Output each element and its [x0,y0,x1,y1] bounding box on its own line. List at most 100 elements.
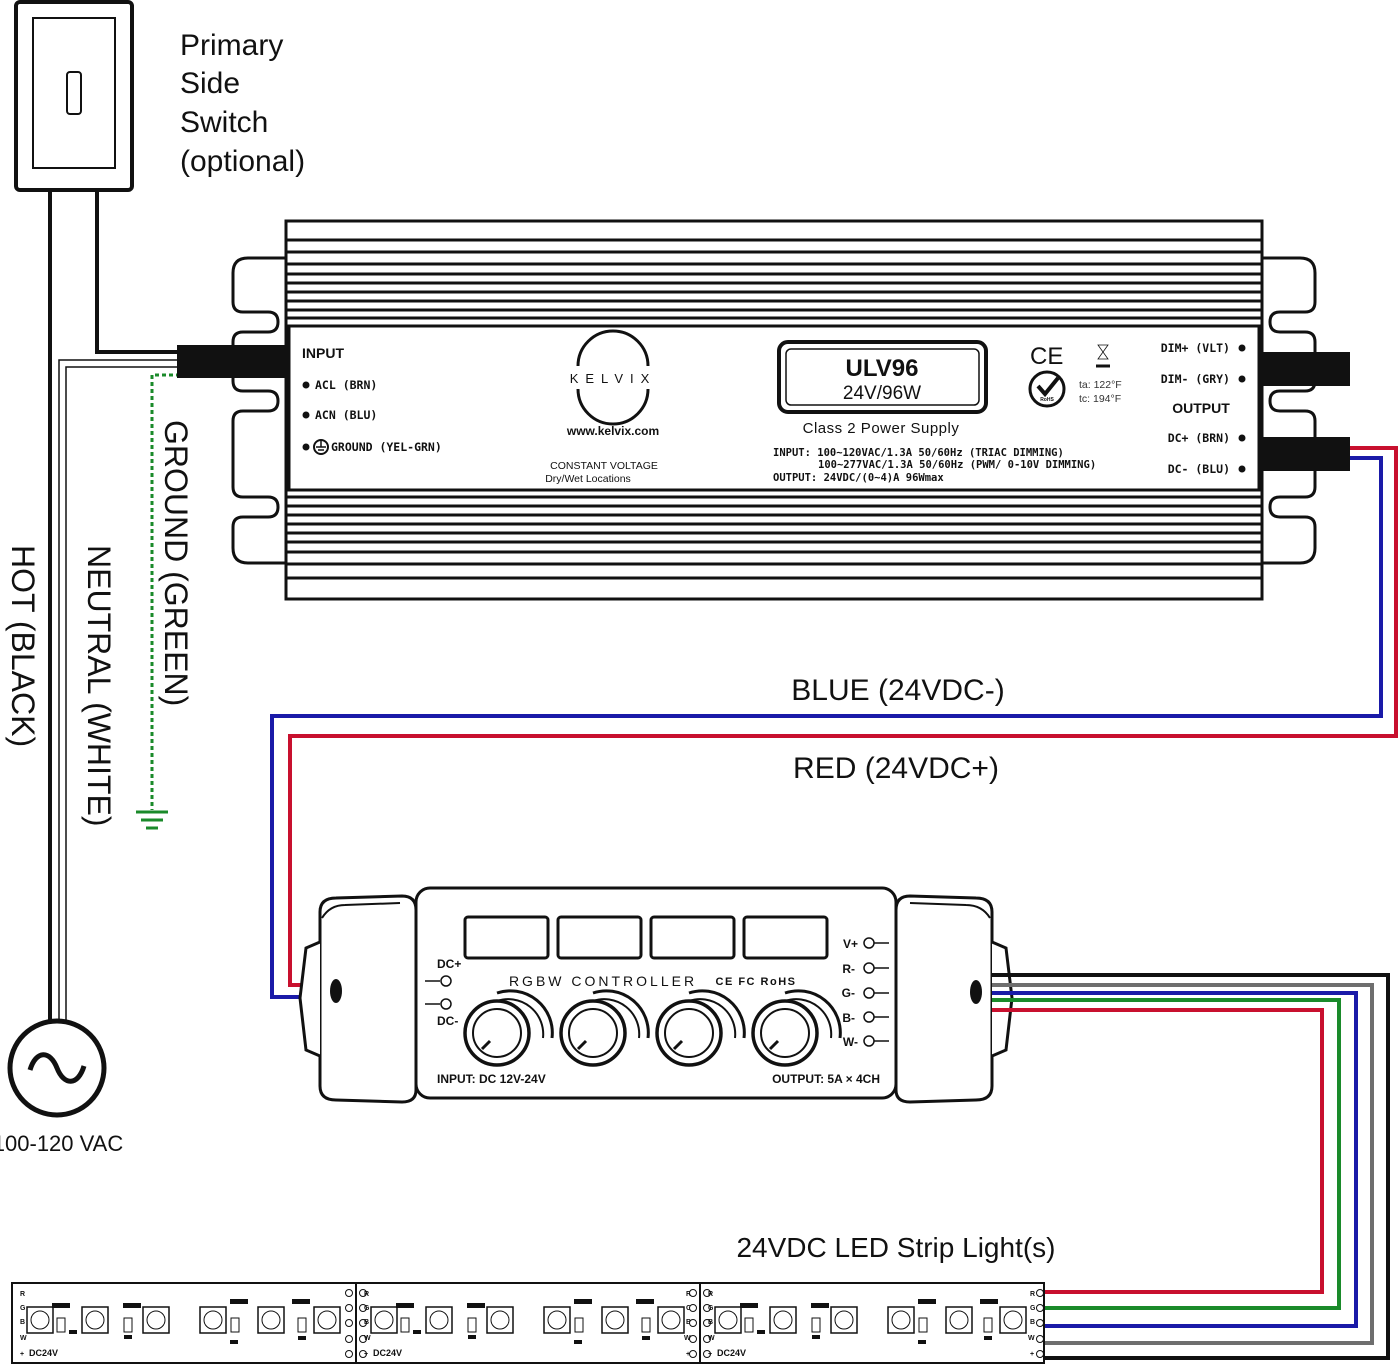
terminal-dot [1238,465,1246,473]
terminal-circle-icon [863,987,875,999]
psu-fins-bottom [286,495,1262,580]
terminal-dc-minus: DC- (BLU) [1168,462,1230,476]
pin-b: B [20,1319,25,1326]
controller-output-rating: OUTPUT: 5A × 4CH [772,1072,880,1086]
rohs-text: RoHS [1040,397,1054,403]
segment-voltage: DC24V [29,1348,58,1358]
psu-output-title: OUTPUT [1172,400,1230,416]
pin-b: B [708,1319,713,1326]
black-v-plus-wire [992,973,1390,1360]
switch-label-line-4: (optional) [180,145,305,178]
primary-switch [14,0,134,192]
model-rating: 24V/96W [843,383,921,404]
controller-dc-plus: DC+ [437,957,461,971]
controller-window [649,915,736,960]
terminal-dot [1238,434,1246,442]
pin-r: R [708,1291,713,1298]
controller-dc-minus: DC- [437,1014,458,1028]
controller-window [556,915,643,960]
terminal-acl: ACL (BRN) [315,378,377,392]
pin-plus: + [708,1351,712,1358]
pin-w: W [364,1335,371,1342]
pin-plus: + [686,1351,690,1358]
terminal-dot [1238,344,1246,352]
red-r-wire [992,1008,1324,1294]
terminal-dc-minus-icon [440,998,452,1010]
pin-g: G [686,1305,692,1312]
pin-r: R [364,1291,369,1298]
brand-name: KELVIX [570,371,657,386]
red-wire-label: RED (24VDC+) [793,752,999,785]
pin-plus: + [1030,1351,1034,1358]
psu-input-title: INPUT [302,345,344,361]
blue-24vdc-minus-wire [270,456,1383,999]
controller-title: RGBW CONTROLLER [509,973,697,989]
hourglass-icon [1096,344,1110,368]
ce-mark: CE [1030,343,1063,370]
terminal-dc-plus: DC+ (BRN) [1168,431,1230,445]
psu-input-connector [177,345,286,378]
location-label: Dry/Wet Locations [545,473,631,485]
neutral-wire-label: NEUTRAL (WHITE) [81,545,117,826]
controller-window [463,915,550,960]
right-cap-screw [970,980,982,1004]
spec-line-1: INPUT: 100~120VAC/1.3A 50/60Hz (TRIAC DI… [773,447,1064,459]
switch-toggle [66,71,82,115]
terminal-dot [302,411,310,419]
class-2-label: Class 2 Power Supply [803,420,960,437]
knob-blue-icon[interactable] [655,989,746,1067]
terminal-circle-icon [863,1011,875,1023]
pin-g: G [364,1305,370,1312]
ground-symbol [136,810,168,830]
terminal-dot [1238,375,1246,383]
terminal-dim-minus: DIM- (GRY) [1161,372,1230,386]
segment-voltage: DC24V [373,1348,402,1358]
pin-g: G [20,1305,26,1312]
brand-website: www.kelvix.com [566,424,659,438]
ground-wire [150,373,180,810]
pin-g: G [1030,1305,1036,1312]
controller-certifications: CE FC RoHS [716,976,797,988]
channel-b-minus: B- [842,1011,855,1025]
knob-red-icon[interactable] [463,989,554,1067]
pin-b: B [364,1319,369,1326]
terminal-circle-icon [863,1035,875,1047]
red-24vdc-plus-wire [288,446,1398,987]
kelvix-logo: KELVIX [570,329,657,426]
neutral-wire-edge-1 [58,359,180,1022]
ground-terminal-icon [313,439,329,455]
ac-sine-icon [7,1018,107,1118]
psu-output-connector [1262,437,1350,471]
spec-line-2: 100~277VAC/1.3A 50/60Hz (PWM/ 0-10V DIMM… [818,459,1096,471]
pin-w: W [708,1335,715,1342]
gray-w-wire [992,983,1374,1345]
knob-green-icon[interactable] [559,989,650,1067]
temp-tc: tc: 194°F [1079,393,1121,405]
pin-b: B [686,1319,691,1326]
psu-dim-connector [1262,352,1350,386]
left-cap-screw [330,979,342,1003]
led-strip: R G B W + DC24V [11,1282,1045,1364]
controller-input-rating: INPUT: DC 12V-24V [437,1072,546,1086]
strip-segment-1: R G B W + DC24V [20,1283,367,1363]
blue-b-wire [992,991,1358,1328]
left-flange [231,256,287,565]
channel-v-plus: V+ [843,937,858,951]
switch-label-line-1: Primary [180,29,283,62]
pin-w: W [684,1335,691,1342]
switched-hot-wire [95,192,180,354]
knob-white-icon[interactable] [751,989,842,1067]
model-box [777,340,988,414]
green-g-wire [992,998,1341,1310]
hot-wire-label: HOT (BLACK) [5,545,41,747]
psu-label-panel [287,324,1261,492]
pin-plus: + [20,1351,24,1358]
pin-r: R [686,1291,691,1298]
terminal-acn: ACN (BLU) [315,408,377,422]
switch-label-line-2: Side [180,67,240,100]
ground-wire-label: GROUND (GREEN) [158,420,194,706]
controller-window [742,915,829,960]
channel-w-minus: W- [843,1035,858,1049]
channel-r-minus: R- [842,962,855,976]
